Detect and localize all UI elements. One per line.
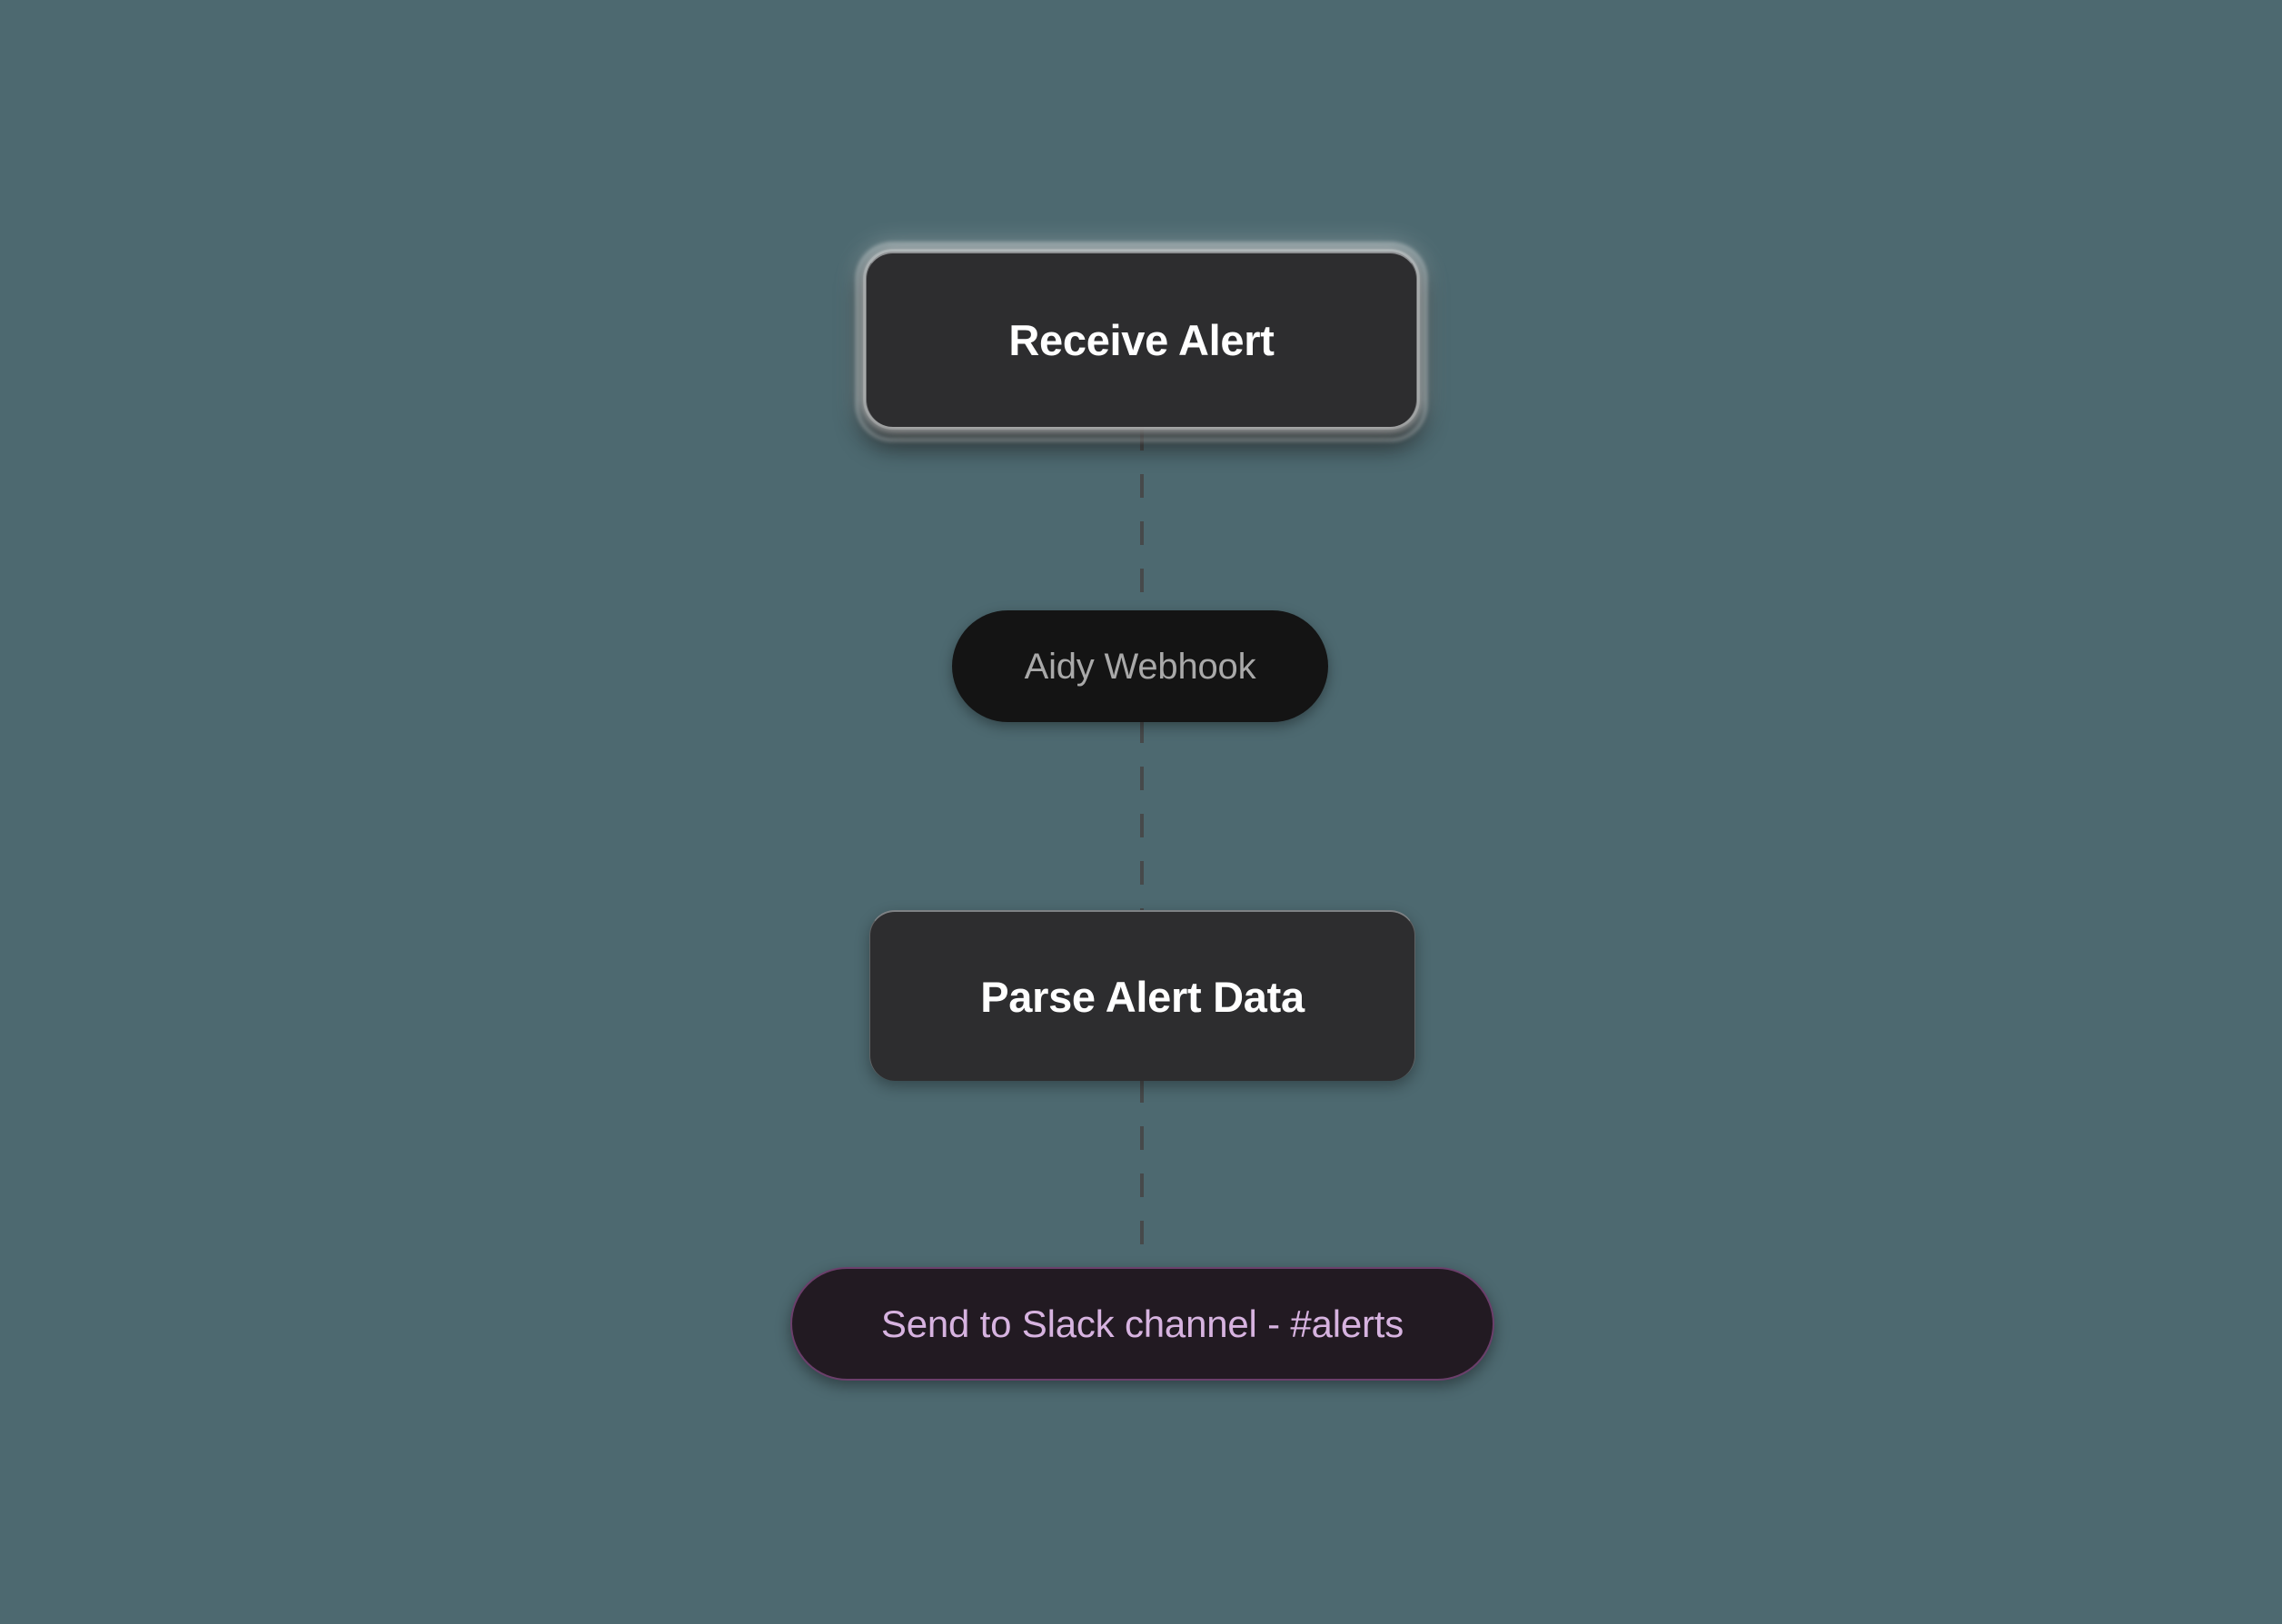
connector-receive-alert-to-aidy-webhook bbox=[1140, 427, 1144, 614]
connector-parse-alert-data-to-send-to-slack bbox=[1140, 1079, 1144, 1270]
node-aidy-webhook-label: Aidy Webhook bbox=[1024, 646, 1256, 687]
node-receive-alert-label: Receive Alert bbox=[1008, 316, 1275, 364]
node-parse-alert-data-label: Parse Alert Data bbox=[980, 972, 1305, 1021]
node-send-to-slack[interactable]: Send to Slack channel - #alerts bbox=[790, 1267, 1494, 1381]
node-aidy-webhook[interactable]: Aidy Webhook bbox=[952, 610, 1328, 722]
connector-aidy-webhook-to-parse-alert-data bbox=[1140, 719, 1144, 914]
node-send-to-slack-label: Send to Slack channel - #alerts bbox=[880, 1302, 1404, 1345]
node-parse-alert-data[interactable]: Parse Alert Data bbox=[869, 910, 1415, 1081]
node-receive-alert[interactable]: Receive Alert bbox=[866, 252, 1417, 427]
